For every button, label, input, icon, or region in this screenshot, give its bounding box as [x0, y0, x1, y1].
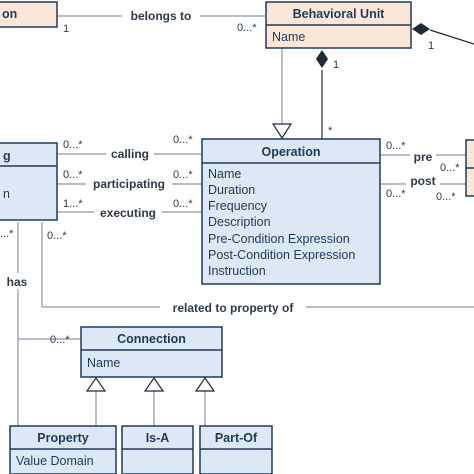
property-title: Property	[37, 431, 88, 445]
operation-title: Operation	[261, 145, 320, 159]
behavioral-unit-right-line	[429, 29, 474, 45]
aggregation-diamond-op	[316, 50, 328, 68]
mult-participating-right: 0...*	[173, 169, 193, 181]
mult-executing-right: 0...*	[173, 198, 193, 210]
left-class-attr: n	[3, 187, 10, 201]
property-class-box: Property Value Domain	[9, 425, 117, 474]
mult-post-right: 0...*	[436, 191, 456, 203]
mult-calling-left: 0...*	[63, 139, 83, 151]
behavioral-unit-class-box: Behavioral Unit Name	[265, 1, 412, 49]
operation-attr-duration: Duration	[208, 183, 255, 197]
executing-label: executing	[100, 206, 156, 220]
top-left-class-title: on	[2, 7, 17, 21]
generalization-arrow-bu	[271, 123, 293, 140]
operation-class-box: Operation Name Duration Frequency Descri…	[201, 138, 381, 285]
mult-participating-left: 0...*	[63, 169, 83, 181]
behavioral-unit-title: Behavioral Unit	[293, 7, 386, 21]
operation-attr-description: Description	[208, 215, 271, 229]
is-a-title: Is-A	[146, 431, 170, 445]
mult-executing-left: 1...*	[63, 198, 83, 210]
mult-belongs-right: 0...*	[237, 22, 257, 34]
top-left-class-box: on	[0, 1, 58, 28]
mult-left-bottom-b: 0...*	[47, 230, 67, 242]
property-attr-value-domain: Value Domain	[16, 454, 94, 468]
connection-title: Connection	[117, 332, 186, 346]
is-a-class-box: Is-A	[121, 425, 194, 474]
mult-post-left: 0...*	[386, 188, 406, 200]
related-to-property-of-label: related to property of	[173, 301, 295, 315]
participating-label: participating	[93, 177, 165, 191]
left-class-title: g	[3, 149, 11, 163]
mult-pre-right: 0...*	[440, 162, 460, 174]
has-label: has	[7, 275, 28, 289]
part-of-class-box: Part-Of	[199, 425, 273, 474]
mult-belongs-left: 1	[63, 23, 69, 35]
connection-class-box: Connection Name	[80, 326, 223, 378]
belongs-to-label: belongs to	[131, 9, 192, 23]
pre-label: pre	[414, 150, 433, 164]
mult-bu-right: 1	[428, 40, 434, 52]
aggregation-diamond-right	[412, 23, 430, 35]
gen-arrow-partof	[194, 376, 216, 392]
post-label: post	[410, 174, 435, 188]
mult-op-top: *	[328, 125, 333, 137]
mult-left-bottom-a: ...*	[0, 228, 14, 240]
gen-arrow-property	[85, 376, 107, 392]
right-class-box	[465, 139, 474, 197]
behavioral-unit-attr-name: Name	[272, 30, 305, 44]
mult-bu-down: 1	[333, 59, 339, 71]
mult-pre-left: 0...*	[386, 140, 406, 152]
operation-attr-name: Name	[208, 167, 241, 181]
operation-attr-postcondition: Post-Condition Expression	[208, 248, 355, 262]
gen-arrow-isa	[143, 376, 165, 392]
connection-attr-name: Name	[87, 356, 120, 370]
mult-calling-right: 0...*	[173, 134, 193, 146]
calling-label: calling	[111, 147, 149, 161]
operation-attr-precondition: Pre-Condition Expression	[208, 232, 350, 246]
operation-attr-instruction: Instruction	[208, 264, 266, 278]
part-of-title: Part-Of	[215, 431, 258, 445]
operation-attr-frequency: Frequency	[208, 199, 268, 213]
left-class-box: g n	[0, 142, 58, 221]
mult-connection-left: 0...*	[50, 334, 70, 346]
